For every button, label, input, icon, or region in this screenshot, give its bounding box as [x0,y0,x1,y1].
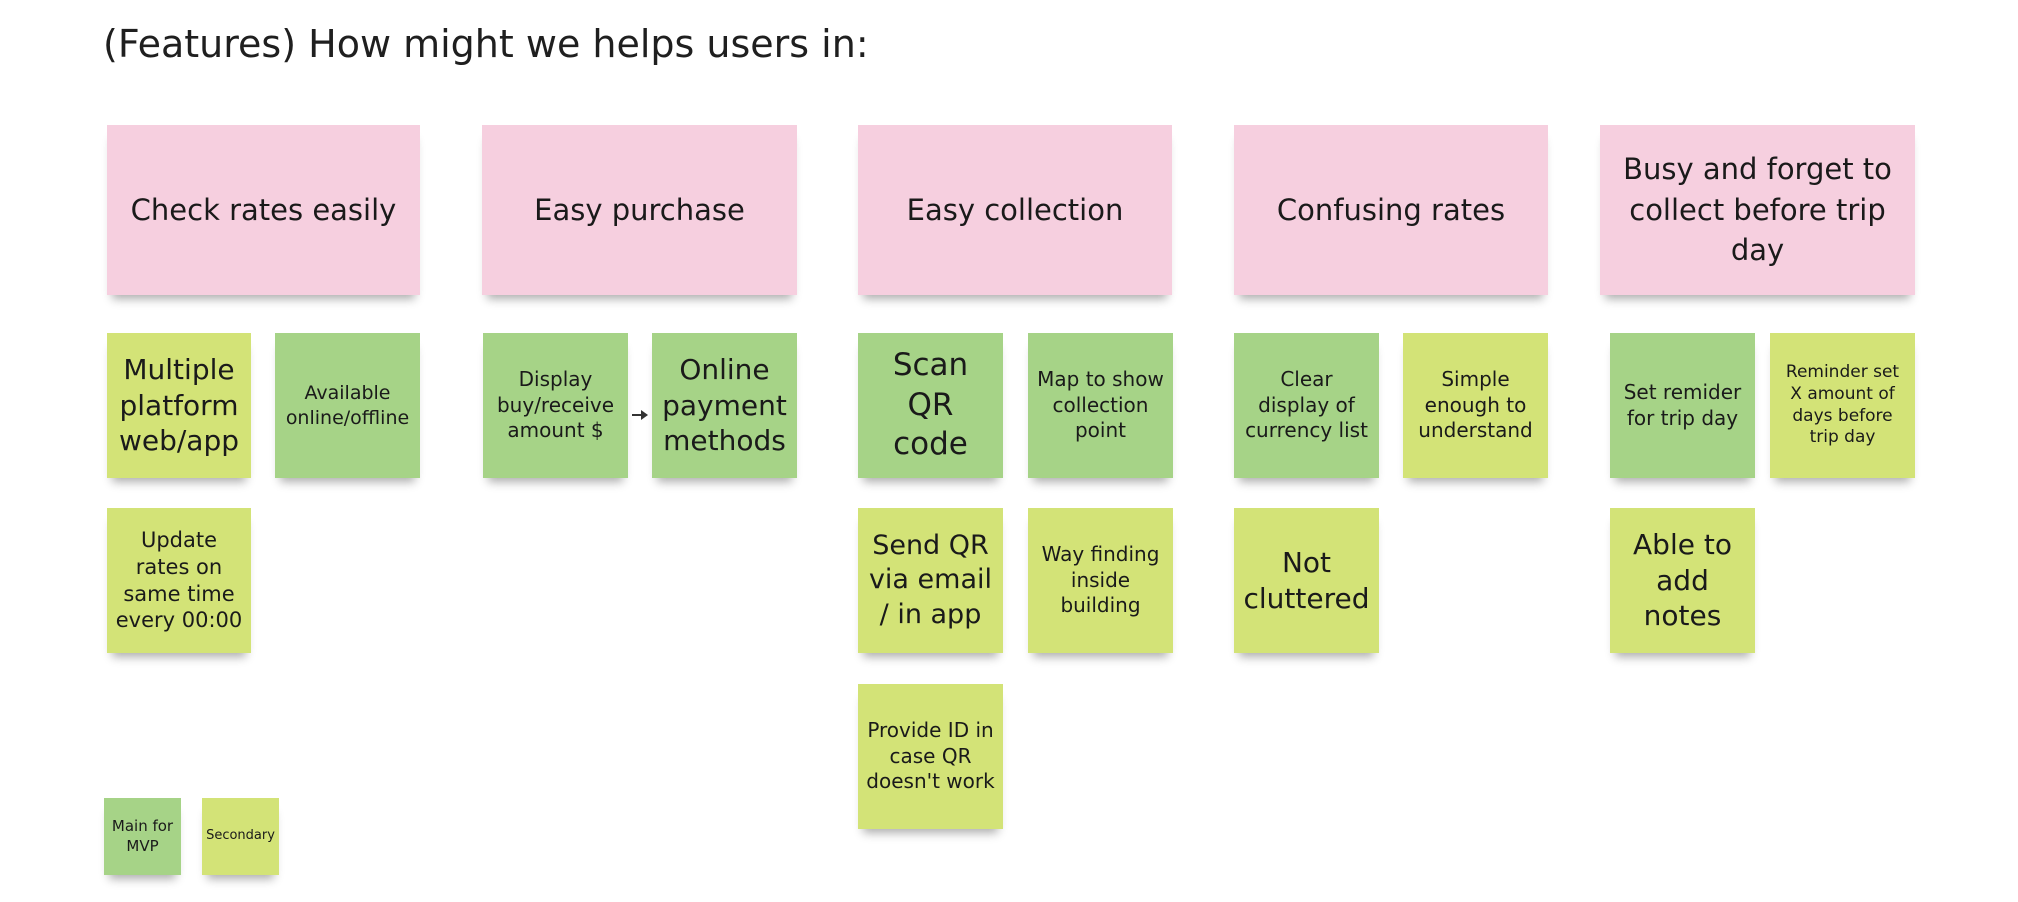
note-text: Set remider for trip day [1623,379,1742,430]
legend-text: Secondary [206,828,275,844]
header-label: Check rates easily [130,192,397,227]
note-not-cluttered[interactable]: Not cluttered [1234,508,1379,653]
note-way-finding[interactable]: Way finding inside building [1028,508,1173,653]
header-easy-purchase[interactable]: Easy purchase [482,125,797,295]
header-label: Busy and forget to collect before trip d… [1623,152,1892,268]
connector-arrow [632,410,648,420]
board-title: (Features) How might we helps users in: [103,22,869,66]
header-easy-collection[interactable]: Easy collection [858,125,1172,295]
note-map-collection-point[interactable]: Map to show collection point [1028,333,1173,478]
note-text: Available online/offline [285,382,410,429]
note-text: Not cluttered [1243,545,1370,615]
note-multiple-platform[interactable]: Multiple platform web/app [107,333,251,478]
note-display-buy-receive[interactable]: Display buy/receive amount $ [483,333,628,478]
note-text: Map to show collection point [1037,367,1164,443]
legend-text: Main for MVP [111,817,174,855]
note-text: Scan QR code [892,346,969,463]
note-text: Display buy/receive amount $ [496,367,615,443]
note-able-to-add-notes[interactable]: Able to add notes [1610,508,1755,653]
note-text: Send QR via email / in app [868,529,993,630]
header-label: Easy collection [906,192,1124,227]
note-online-payment[interactable]: Online payment methods [652,333,797,478]
note-simple-enough[interactable]: Simple enough to understand [1403,333,1548,478]
note-text: Able to add notes [1633,527,1732,633]
header-confusing-rates[interactable]: Confusing rates [1234,125,1548,295]
note-text: Clear display of currency list [1245,367,1368,443]
header-label: Confusing rates [1276,192,1506,227]
header-busy-and-forget[interactable]: Busy and forget to collect before trip d… [1600,125,1915,295]
note-text: Simple enough to understand [1418,367,1533,443]
note-text: Way finding inside building [1041,542,1160,618]
legend-secondary[interactable]: Secondary [202,798,279,875]
note-text: Provide ID in case QR doesn't work [866,718,995,794]
note-text: Multiple platform web/app [118,352,240,458]
note-set-reminder[interactable]: Set remider for trip day [1610,333,1755,478]
note-send-qr[interactable]: Send QR via email / in app [858,508,1003,653]
header-label: Easy purchase [534,192,745,227]
legend-main-for-mvp[interactable]: Main for MVP [104,798,181,875]
note-provide-id[interactable]: Provide ID in case QR doesn't work [858,684,1003,829]
note-clear-display-currency[interactable]: Clear display of currency list [1234,333,1379,478]
note-update-rates[interactable]: Update rates on same time every 00:00 [107,508,251,653]
note-reminder-days-before[interactable]: Reminder set X amount of days before tri… [1770,333,1915,478]
header-check-rates-easily[interactable]: Check rates easily [107,125,420,295]
note-text: Update rates on same time every 00:00 [115,527,243,633]
note-scan-qr-code[interactable]: Scan QR code [858,333,1003,478]
note-available-online-offline[interactable]: Available online/offline [275,333,420,478]
note-text: Online payment methods [662,352,787,458]
note-text: Reminder set X amount of days before tri… [1785,362,1900,448]
